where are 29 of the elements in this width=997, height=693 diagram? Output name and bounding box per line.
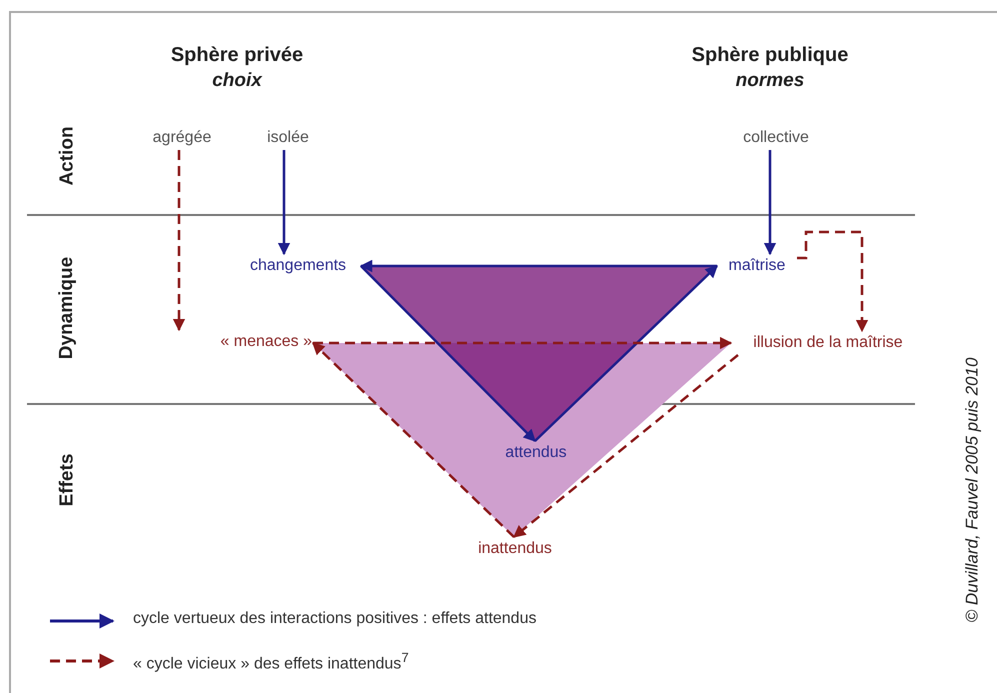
arrow bbox=[360, 265, 536, 442]
row-label: Effets bbox=[56, 454, 78, 506]
concept-label: inattendus bbox=[470, 538, 560, 560]
arrow bbox=[513, 354, 739, 538]
row-label: Dynamique bbox=[56, 256, 78, 360]
concept-label: attendus bbox=[488, 442, 584, 464]
column-title: Sphère privée bbox=[170, 44, 304, 67]
legend-text: « cycle vicieux » des effets inattendus$^{7}$ bbox=[133, 650, 409, 674]
concept-label: changements bbox=[236, 255, 360, 277]
legend-text: cycle vertueux des interactions positives : effets attendus bbox=[133, 610, 536, 628]
arrow bbox=[534, 265, 718, 442]
column-subtitle: normes bbox=[734, 70, 806, 92]
concept-label: illusion de la maîtrise bbox=[732, 332, 924, 354]
row-label: Action bbox=[56, 126, 78, 186]
arrow bbox=[764, 150, 776, 256]
concept-label: isolée bbox=[252, 127, 324, 149]
arrow bbox=[313, 336, 732, 350]
concept-label: agrégée bbox=[150, 127, 214, 149]
arrow bbox=[172, 150, 186, 332]
arrow bbox=[312, 342, 515, 538]
column-subtitle: choix bbox=[211, 70, 264, 92]
copyright-note: © Duvillard, Fauvel 2005 puis 2010 bbox=[962, 358, 982, 622]
arrow bbox=[797, 230, 868, 332]
arrow bbox=[360, 260, 717, 272]
column-title: Sphère publique bbox=[690, 44, 850, 67]
concept-label: « menaces » bbox=[170, 331, 312, 353]
concept-label: collective bbox=[722, 127, 830, 149]
concept-label: maîtrise bbox=[718, 255, 796, 277]
arrow bbox=[278, 150, 290, 256]
